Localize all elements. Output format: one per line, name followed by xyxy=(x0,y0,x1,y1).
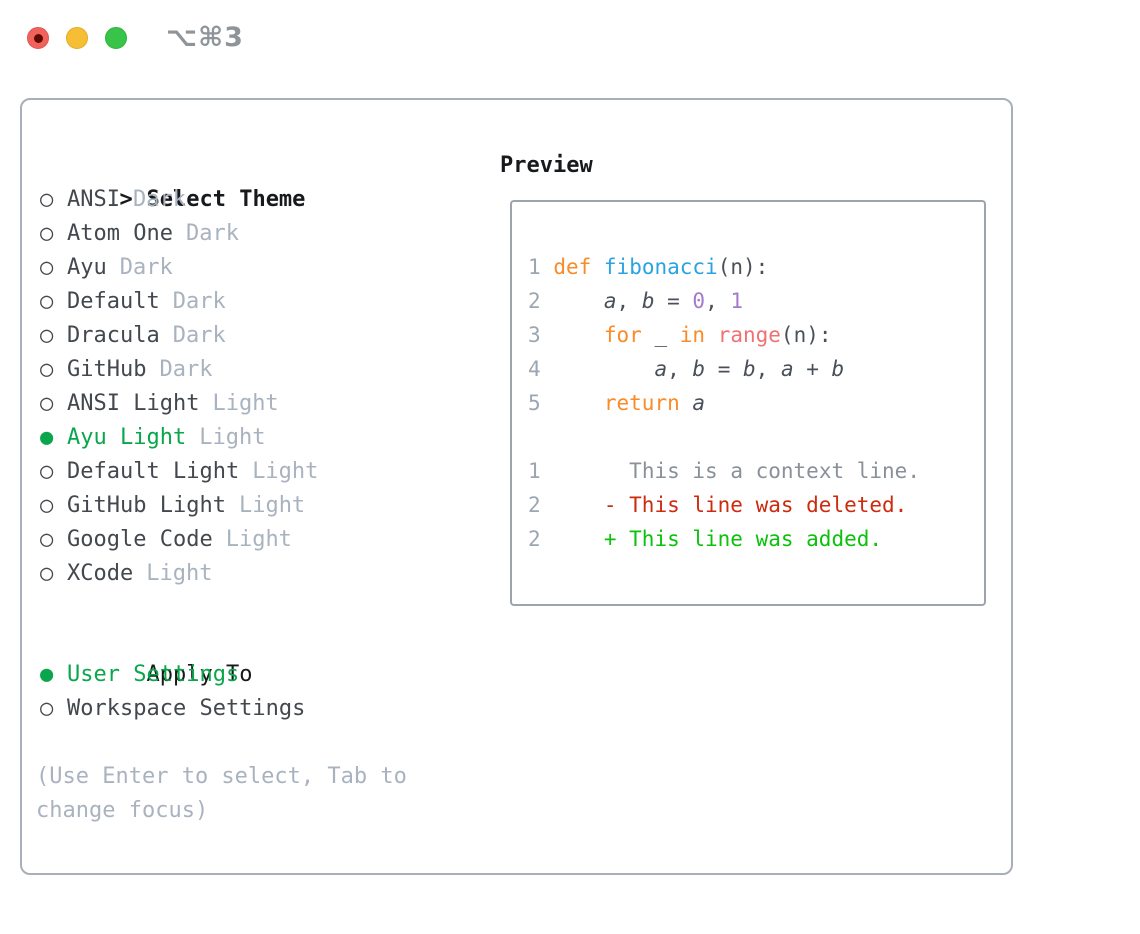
radio-selected-icon: ● xyxy=(40,425,54,450)
option-label: Ayu xyxy=(67,255,107,280)
window-title: ⌥⌘3 xyxy=(166,22,244,53)
option-label: ANSI xyxy=(67,187,120,212)
option-label: XCode xyxy=(67,561,134,586)
code-line: 1 This is a context line. xyxy=(528,459,920,483)
code-line: 3 for _ in range(n): xyxy=(528,323,832,347)
option-label: GitHub Light xyxy=(67,493,226,518)
theme-option-atom-one[interactable]: ○ Atom One Dark xyxy=(40,217,318,251)
code-line: 4 a, b = b, a + b xyxy=(528,357,845,381)
radio-icon: ○ xyxy=(40,323,54,348)
code-line xyxy=(528,420,984,454)
radio-selected-icon: ● xyxy=(40,662,54,687)
apply-to-header: Apply To xyxy=(40,624,305,687)
theme-option-xcode[interactable]: ○ XCode Light xyxy=(40,557,318,591)
option-tag: Dark xyxy=(172,323,226,348)
titlebar: ⌥⌘3 xyxy=(0,0,1140,70)
option-label: Dracula xyxy=(67,323,160,348)
radio-icon: ○ xyxy=(40,357,54,382)
theme-option-ansi-light[interactable]: ○ ANSI Light Light xyxy=(40,387,318,421)
option-label: Default xyxy=(67,289,160,314)
theme-option-ansi[interactable]: ○ ANSI Dark xyxy=(40,183,318,217)
option-tag: Dark xyxy=(185,221,239,246)
option-tag: Dark xyxy=(119,255,173,280)
option-label: Atom One xyxy=(67,221,173,246)
zoom-button[interactable] xyxy=(105,27,127,49)
close-button[interactable] xyxy=(27,27,49,49)
option-label: ANSI Light xyxy=(67,391,200,416)
radio-icon: ○ xyxy=(40,391,54,416)
radio-icon: ○ xyxy=(40,696,54,721)
code-preview: 1 def fibonacci(n): 2 a, b = 0, 1 3 for _ … xyxy=(512,202,984,556)
option-tag: Light xyxy=(238,493,306,518)
code-line: 1 def fibonacci(n): xyxy=(528,255,769,279)
radio-icon: ○ xyxy=(40,459,54,484)
radio-icon: ○ xyxy=(40,527,54,552)
theme-option-dracula[interactable]: ○ Dracula Dark xyxy=(40,319,318,353)
code-line: 2 a, b = 0, 1 xyxy=(528,289,744,313)
apply-option-user-settings[interactable]: ● User Settings xyxy=(40,658,305,692)
radio-icon: ○ xyxy=(40,561,54,586)
option-label: Ayu Light xyxy=(67,425,187,450)
theme-option-default[interactable]: ○ Default Dark xyxy=(40,285,318,319)
theme-option-ayu-light[interactable]: ● Ayu Light Light xyxy=(40,421,318,455)
option-label: Default Light xyxy=(67,459,240,484)
preview-box: 1 def fibonacci(n): 2 a, b = 0, 1 3 for _ … xyxy=(510,200,986,606)
option-label: GitHub xyxy=(67,357,147,382)
option-tag: Light xyxy=(225,527,292,552)
select-theme-header: > Select Theme xyxy=(40,149,318,212)
apply-option-workspace-settings[interactable]: ○ Workspace Settings xyxy=(40,692,305,726)
option-tag: Light xyxy=(212,391,279,416)
apply-to-label: Apply To xyxy=(146,662,253,687)
radio-icon: ○ xyxy=(40,493,54,518)
minimize-button[interactable] xyxy=(66,27,88,49)
code-line: 2 + This line was added. xyxy=(528,527,883,551)
apply-to-section: Apply To ● User Settings ○ Workspace Settin… xyxy=(40,624,305,726)
radio-icon: ○ xyxy=(40,187,54,212)
option-label: Google Code xyxy=(67,527,213,552)
help-text: (Use Enter to select, Tab to change focu… xyxy=(36,764,407,823)
option-tag: Dark xyxy=(159,357,213,382)
theme-option-github[interactable]: ○ GitHub Dark xyxy=(40,353,318,387)
option-tag: Light xyxy=(146,561,213,586)
theme-option-google-code[interactable]: ○ Google Code Light xyxy=(40,523,318,557)
code-line: 5 return a xyxy=(528,391,706,415)
prompt-caret-icon: > xyxy=(119,187,133,212)
option-tag: Light xyxy=(199,425,266,450)
option-tag: Dark xyxy=(132,187,186,212)
theme-option-default-light[interactable]: ○ Default Light Light xyxy=(40,455,318,489)
option-tag: Dark xyxy=(172,289,226,314)
option-label: Workspace Settings xyxy=(67,696,306,721)
select-theme-label: Select Theme xyxy=(146,187,306,212)
option-label: User Settings xyxy=(67,662,240,687)
radio-icon: ○ xyxy=(40,289,54,314)
radio-icon: ○ xyxy=(40,255,54,280)
radio-icon: ○ xyxy=(40,221,54,246)
theme-option-github-light[interactable]: ○ GitHub Light Light xyxy=(40,489,318,523)
option-tag: Light xyxy=(252,459,319,484)
theme-option-ayu[interactable]: ○ Ayu Dark xyxy=(40,251,318,285)
code-line: 2 - This line was deleted. xyxy=(528,493,908,517)
preview-header: Preview xyxy=(500,153,593,178)
